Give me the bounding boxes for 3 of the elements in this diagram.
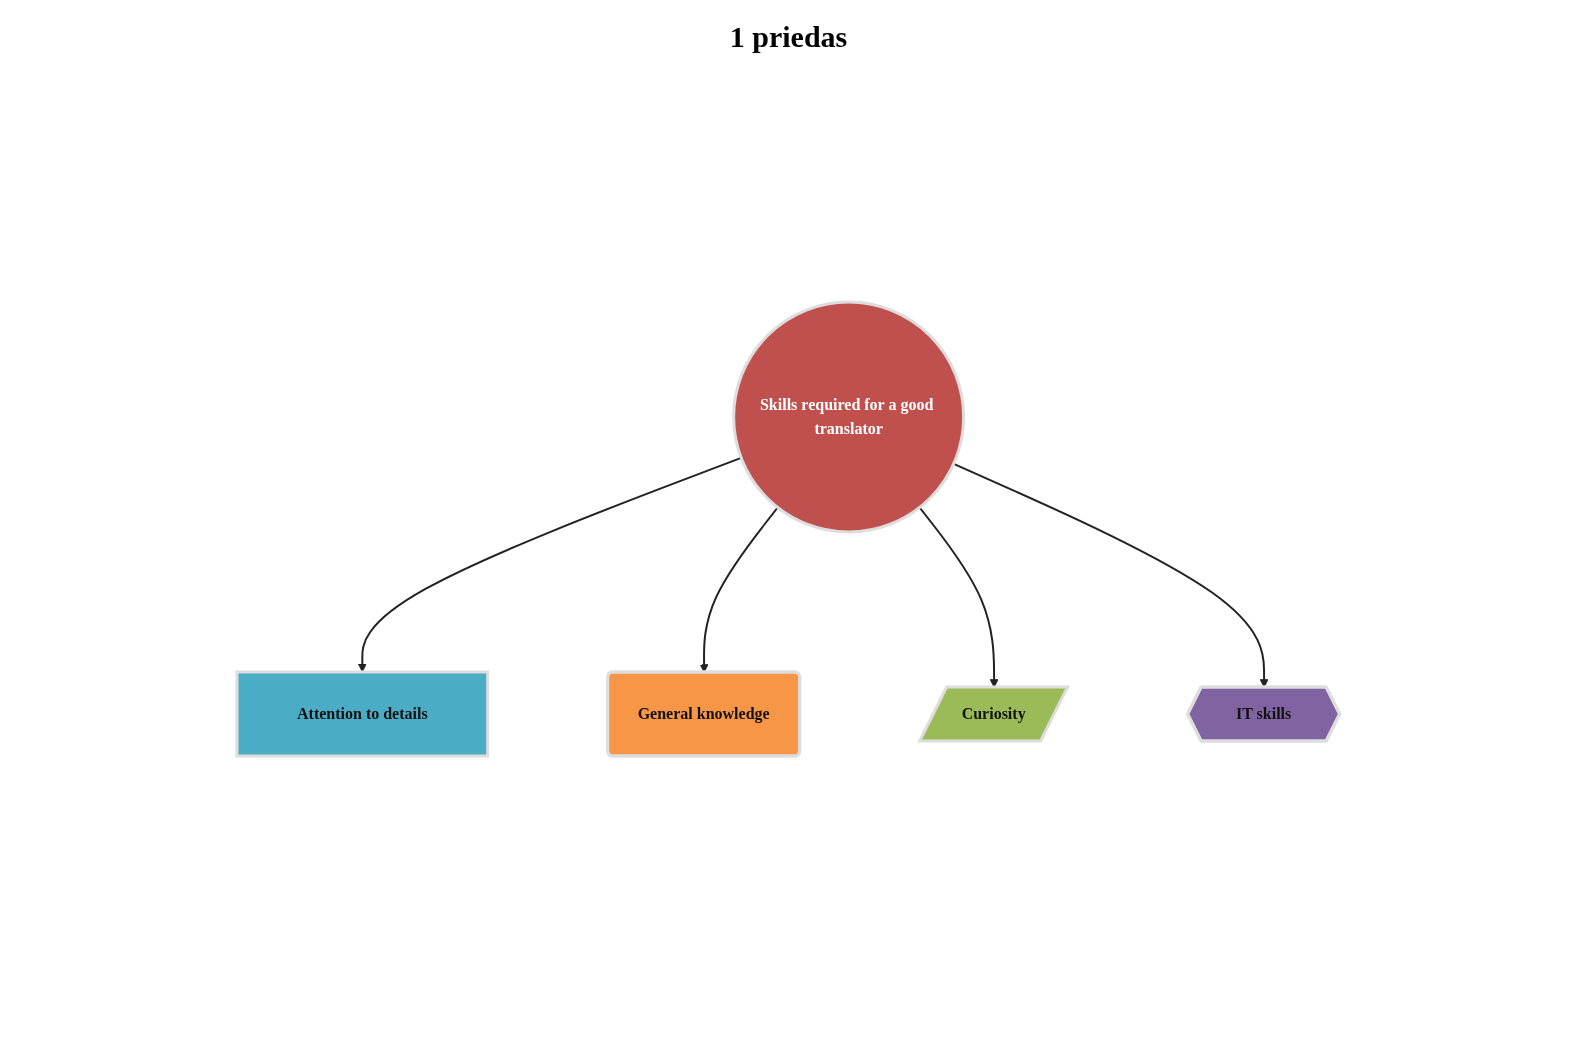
node-box: Attention to details (235, 670, 490, 758)
title: 1 priedas (728, 20, 849, 54)
node-circle: Skills required for a good translator (732, 300, 966, 534)
